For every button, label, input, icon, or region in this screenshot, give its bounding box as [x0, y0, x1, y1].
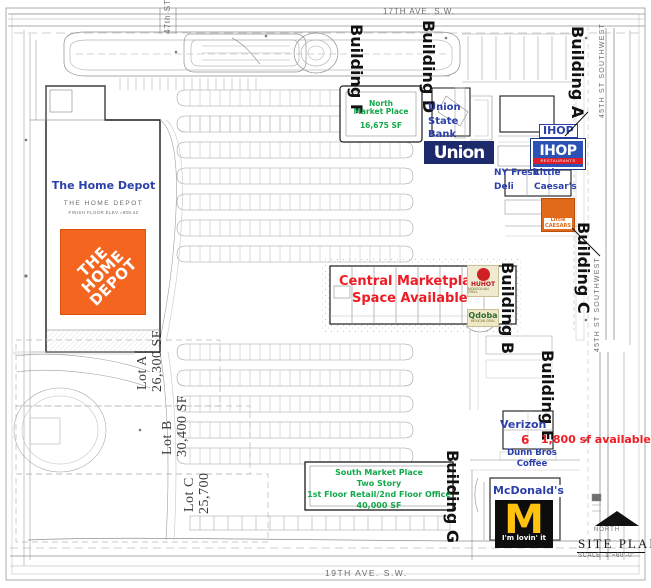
home-depot-logo-text: THE HOME DEPOT — [74, 243, 141, 310]
mcdonalds-logo: M I'm lovin' it — [495, 500, 553, 548]
qdoba-logo: Qdoba MEXICAN GRILL — [467, 309, 499, 327]
ihop-logo: IHOP RESTAURANTS — [531, 139, 585, 169]
little-caesars-logo-text: Little CAESARS — [544, 217, 572, 229]
qdoba-logo-text: Qdoba — [468, 311, 498, 321]
home-depot-logo: THE HOME DEPOT — [60, 229, 146, 315]
ihop-logo-subtext: RESTAURANTS — [533, 158, 583, 164]
little-caesars-logo: Little CAESARS — [541, 198, 575, 232]
huhot-logo-mark — [476, 267, 490, 281]
huhot-logo-subtext: MONGOLIAN GRILL — [468, 286, 489, 294]
union-logo-text: Union — [433, 142, 486, 163]
union-state-bank-logo: Union — [424, 141, 494, 164]
mcdonalds-tagline: I'm lovin' it — [502, 534, 546, 543]
huhot-logo: HUHOT MONGOLIAN GRILL — [467, 265, 499, 297]
north-arrow-icon — [595, 511, 639, 526]
title-underline — [577, 552, 645, 553]
ihop-logo-text: IHOP — [539, 143, 577, 160]
huhot-logo-text: HUHOT — [470, 280, 496, 288]
mcdonalds-golden-arches-icon: M — [504, 500, 544, 543]
qdoba-logo-subtext: MEXICAN GRILL — [470, 319, 496, 324]
